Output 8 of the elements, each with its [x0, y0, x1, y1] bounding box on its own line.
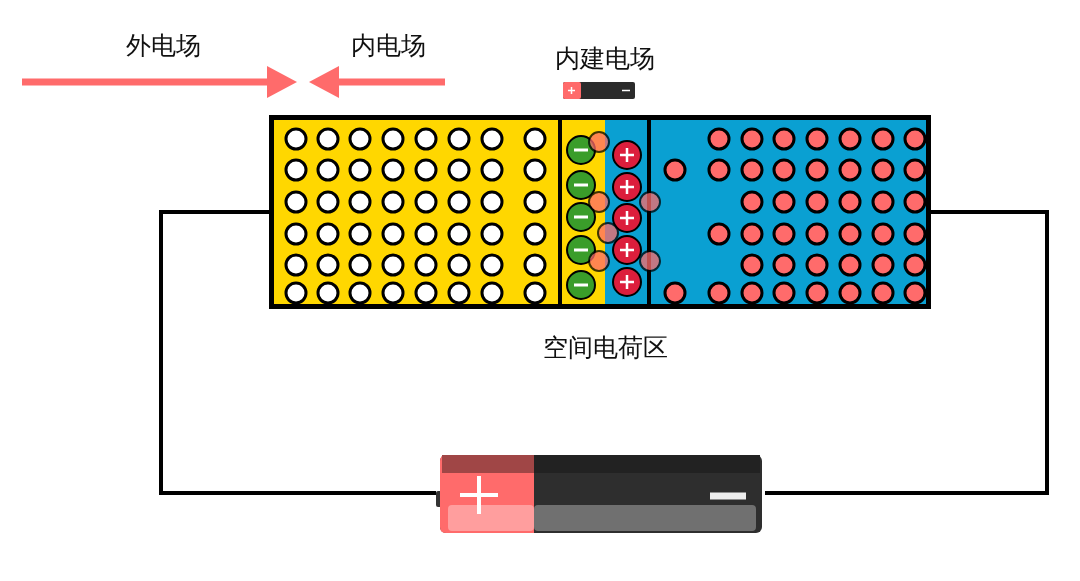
- field-label: 内电场: [350, 33, 426, 58]
- region-label: 空间电荷区: [542, 335, 668, 360]
- wire: [159, 210, 436, 495]
- pn-junction-drawing: [269, 115, 931, 309]
- battery-drawing: [436, 453, 765, 535]
- field-label: 内建电场: [555, 46, 655, 71]
- wire: [765, 210, 1049, 495]
- field-label: 外电场: [125, 33, 201, 58]
